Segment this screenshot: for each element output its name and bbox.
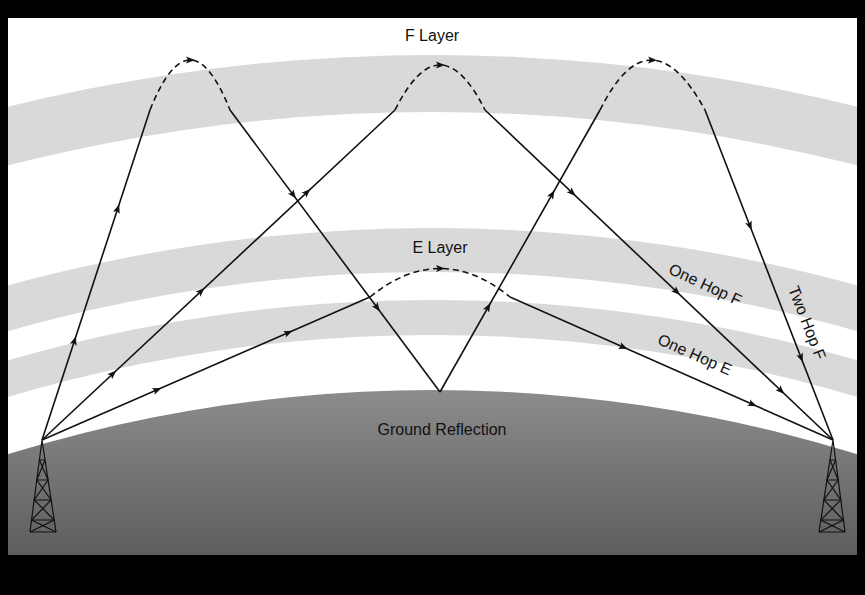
arrowhead [301, 187, 312, 198]
arrowhead [648, 56, 657, 63]
frame-bar [0, 0, 865, 18]
tower-legs [30, 440, 56, 532]
ray-segment [42, 110, 395, 440]
arrowhead [283, 328, 294, 338]
ray-segment [230, 110, 440, 392]
arrowhead [152, 385, 163, 395]
ray-segment [485, 110, 833, 440]
arrowhead [483, 301, 494, 312]
arrowhead [70, 335, 79, 346]
gap-band [0, 335, 865, 595]
lower-band [0, 300, 865, 595]
arrowhead [288, 189, 299, 200]
antenna-tower [819, 440, 845, 532]
arrowhead [436, 62, 445, 69]
earth [0, 390, 865, 595]
arrowhead [671, 286, 682, 297]
ray-segment [705, 110, 833, 440]
arrowhead [747, 399, 758, 409]
arrowhead [796, 353, 806, 364]
f-layer-band [0, 55, 865, 595]
e-layer-band [0, 228, 865, 595]
point-label: Ground Reflection [378, 421, 507, 439]
tower-cross-braces [30, 460, 56, 532]
gap-band [0, 112, 865, 595]
arrowhead [775, 385, 786, 396]
gap-band [0, 272, 865, 595]
arrowhead [567, 187, 578, 198]
ray-refraction [395, 65, 485, 110]
tower-braces [30, 460, 56, 532]
ray-refraction [600, 60, 705, 110]
arrowhead [196, 286, 207, 297]
frame-bar [0, 555, 865, 595]
ray-refraction [370, 269, 510, 298]
arrowhead [618, 342, 629, 352]
arrowhead [745, 221, 755, 232]
ray-segment [510, 297, 833, 440]
layer-label: F Layer [405, 27, 459, 45]
arrowhead [547, 189, 558, 200]
arrowhead [372, 302, 383, 313]
layer-label: E Layer [412, 239, 467, 257]
arrowhead [186, 56, 195, 63]
arrowhead [436, 265, 445, 272]
ray-segment [42, 297, 370, 440]
ray-paths [42, 60, 833, 440]
arrowhead [113, 203, 122, 214]
frame-bar [857, 0, 865, 595]
antenna-tower [30, 440, 56, 532]
arrowheads [70, 56, 806, 409]
arrowhead [107, 368, 118, 379]
ray-refraction [150, 60, 230, 110]
frame-bar [0, 0, 8, 595]
